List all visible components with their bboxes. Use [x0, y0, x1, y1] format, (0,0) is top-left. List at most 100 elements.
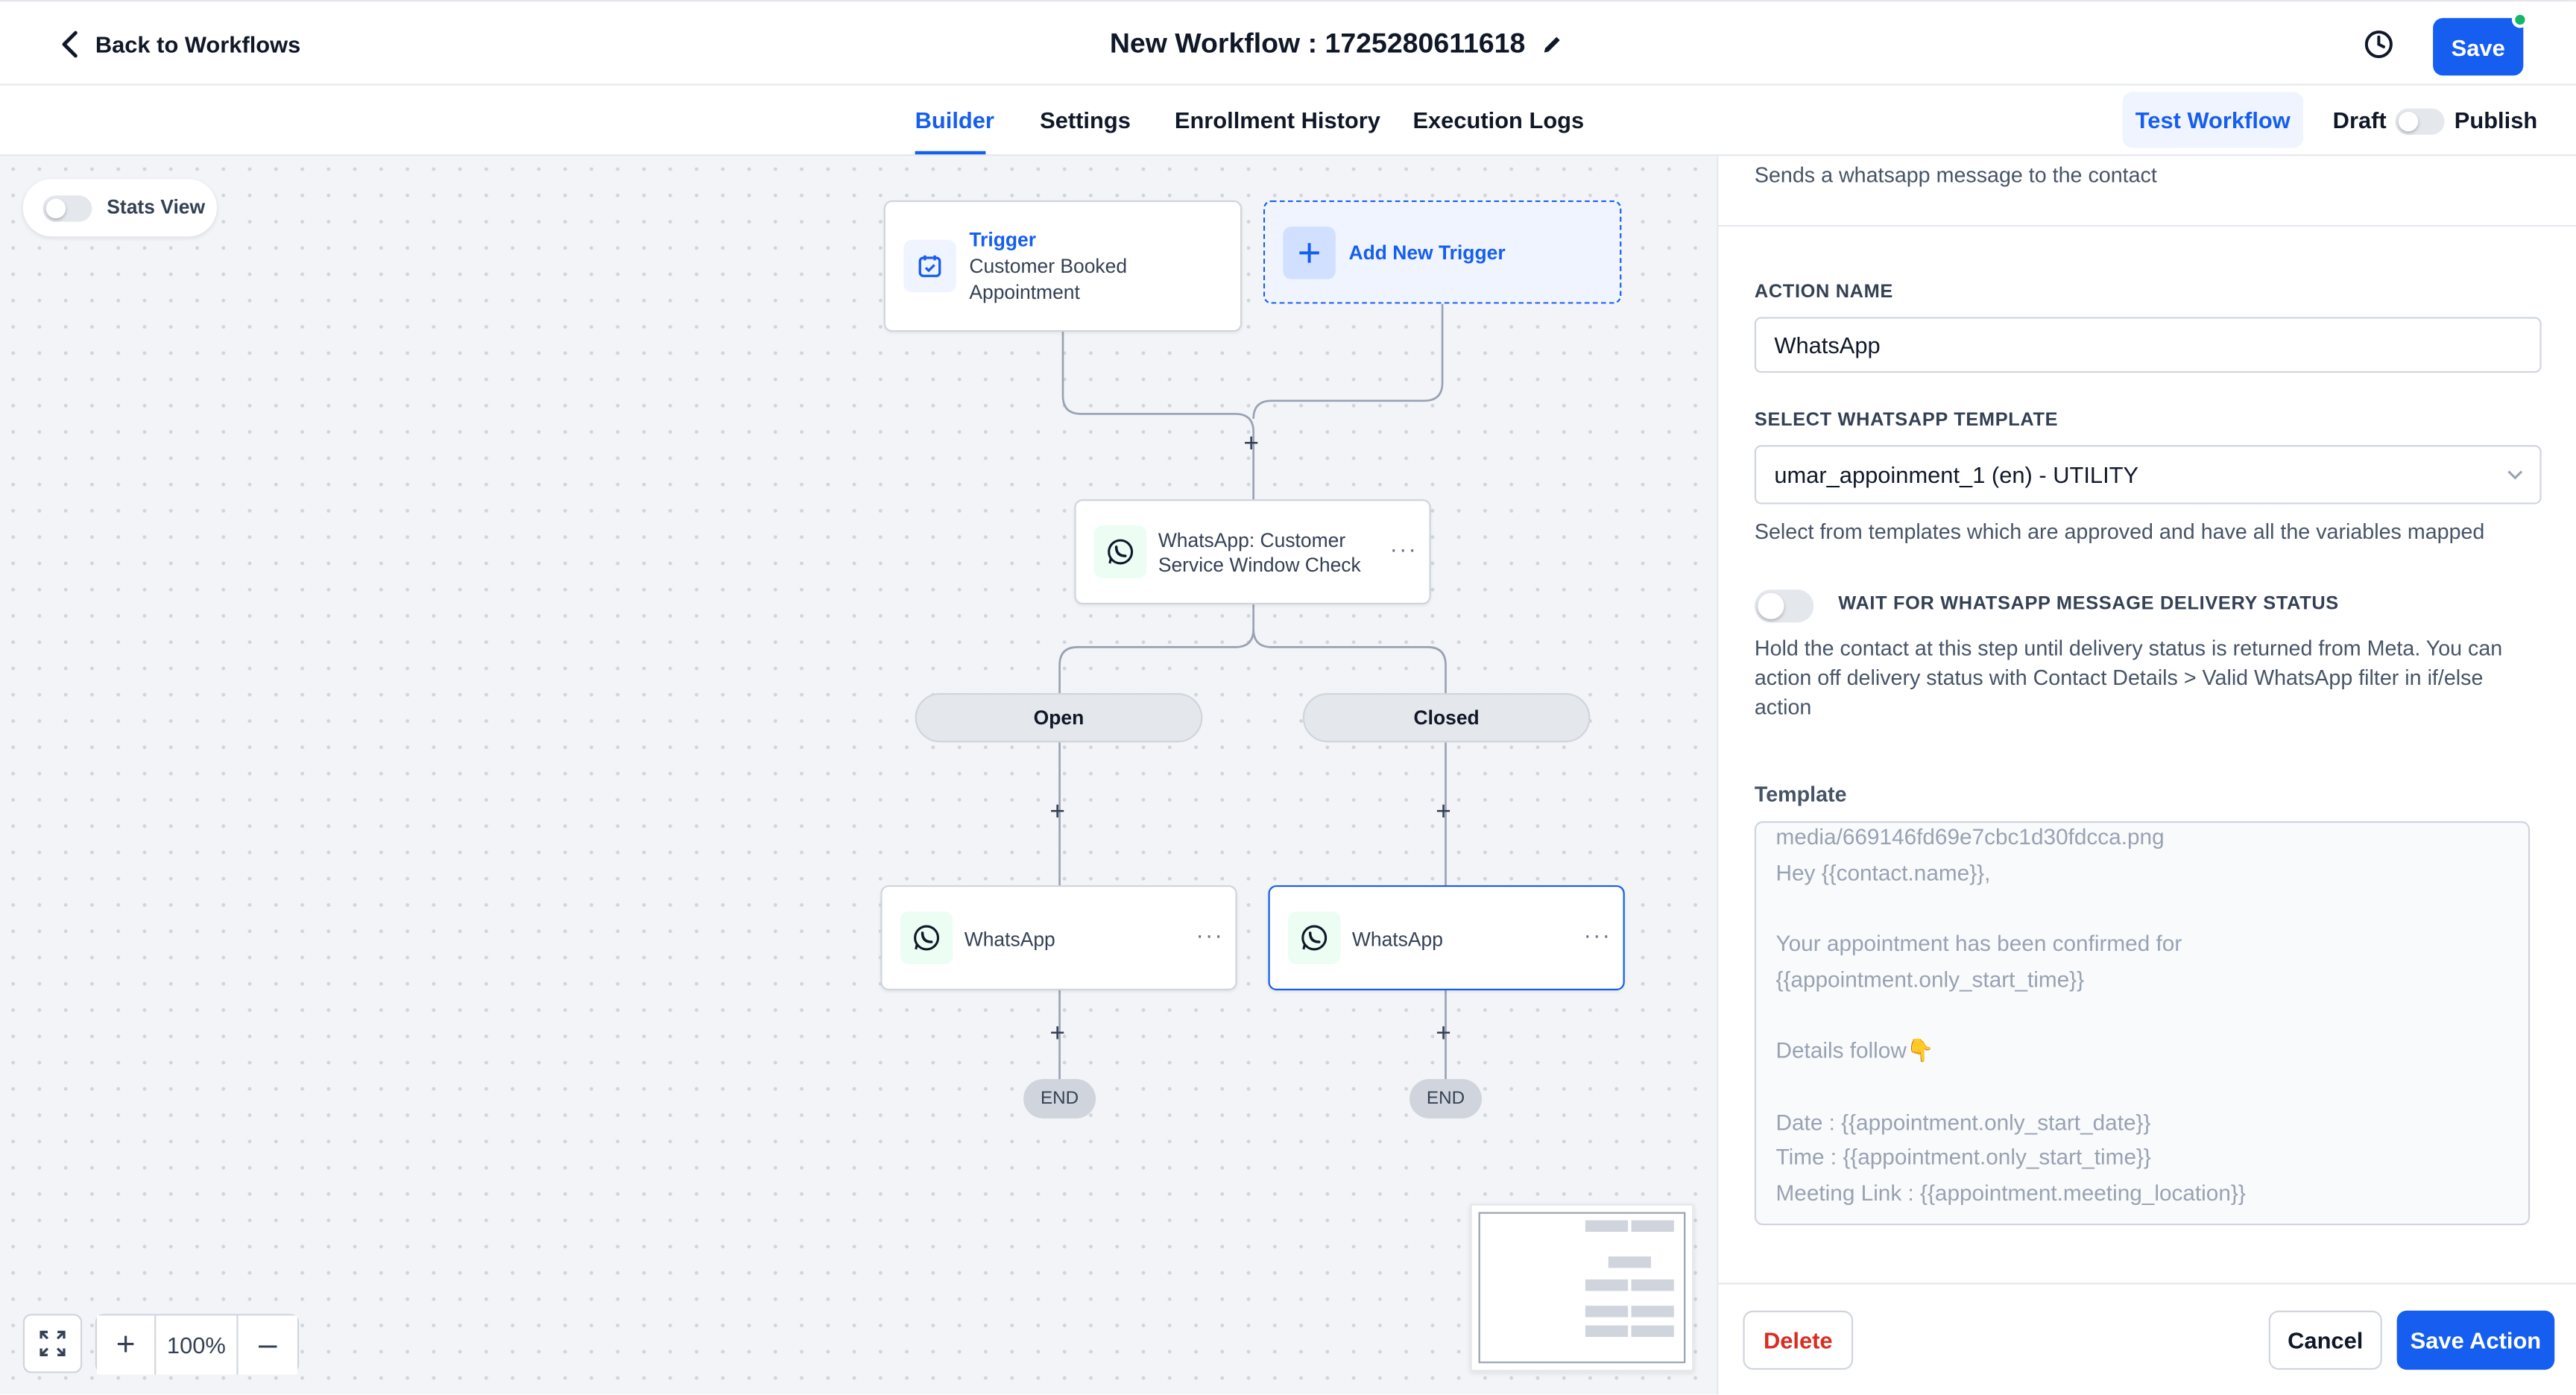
action-description: Sends a whatsapp message to the contact [1754, 162, 2157, 188]
minimap-viewport [1478, 1212, 1686, 1364]
calendar-icon [903, 239, 956, 293]
template-select-help: Select from templates which are approved… [1754, 519, 2485, 544]
zoom-in-button[interactable]: + [97, 1315, 157, 1375]
whatsapp-action-node[interactable]: WhatsApp ··· [880, 885, 1237, 991]
more-icon[interactable]: ··· [1196, 921, 1224, 948]
check-node-label: WhatsApp: Customer Service Window Check [1158, 528, 1361, 576]
save-button[interactable]: Save [2433, 18, 2524, 76]
more-icon[interactable]: ··· [1583, 921, 1612, 948]
wait-delivery-toggle[interactable] [1754, 589, 1814, 623]
template-select[interactable]: umar_appoinment_1 (en) - UTILITY [1754, 445, 2542, 504]
minimap-block [1631, 1325, 1674, 1338]
publish-toggle[interactable] [2395, 108, 2445, 135]
template-line: Meeting Link : {{appointment.meeting_loc… [1775, 1180, 2246, 1206]
add-step-plus[interactable]: + [1049, 1019, 1065, 1048]
whatsapp-icon [900, 911, 953, 964]
tab-execution-logs[interactable]: Execution Logs [1412, 107, 1585, 133]
stats-view-label: Stats View [107, 195, 206, 219]
wait-delivery-label: WAIT FOR WHATSAPP MESSAGE DELIVERY STATU… [1838, 594, 2339, 615]
template-preview-textarea[interactable]: media/669146fd69e7cbc1d30fdcca.png Hey {… [1754, 821, 2531, 1226]
add-step-plus[interactable]: + [1436, 798, 1451, 826]
end-pill: END [1409, 1079, 1483, 1119]
template-line [1776, 998, 2509, 1034]
minimap-block [1585, 1306, 1629, 1318]
footer-divider [1718, 1282, 2576, 1285]
branch-closed-pill[interactable]: Closed [1302, 693, 1591, 743]
save-action-button[interactable]: Save Action [2396, 1310, 2555, 1370]
zoom-out-button[interactable]: – [238, 1315, 297, 1375]
trigger-heading: Trigger [969, 228, 1037, 252]
cancel-button[interactable]: Cancel [2268, 1310, 2382, 1370]
template-line: Date : {{appointment.only_start_date}} [1775, 1109, 2151, 1134]
stats-view-toggle[interactable] [42, 195, 92, 222]
test-workflow-button[interactable]: Test Workflow [2122, 92, 2304, 148]
minimap-block [1608, 1256, 1652, 1268]
connector-lines [1058, 303, 1447, 1080]
delete-button[interactable]: Delete [1743, 1310, 1854, 1370]
back-to-workflows-link[interactable]: Back to Workflows [59, 30, 300, 60]
template-line: Hey {{contact.name}}, [1775, 860, 1991, 885]
whatsapp-window-check-node[interactable]: WhatsApp: Customer Service Window Check … [1074, 499, 1431, 605]
tab-settings[interactable]: Settings [1040, 107, 1131, 133]
template-line [1776, 1069, 2509, 1104]
tab-bar: Builder Settings Enrollment History Exec… [0, 85, 2576, 156]
action-node-label: WhatsApp [964, 928, 1055, 952]
workflow-title-text: New Workflow : 1725280611618 [1109, 28, 1526, 60]
template-line: Details follow👇 [1775, 1038, 1934, 1063]
chevron-left-icon [62, 31, 78, 58]
fit-view-button[interactable] [22, 1314, 83, 1373]
status-dot [2511, 11, 2528, 28]
add-step-plus[interactable]: + [1436, 1019, 1451, 1048]
template-line: Time : {{appointment.only_start_time}} [1775, 1145, 2151, 1170]
add-new-trigger-button[interactable]: Add New Trigger [1263, 200, 1622, 304]
action-name-input[interactable]: WhatsApp [1754, 317, 2542, 373]
action-config-panel: Sends a whatsapp message to the contact … [1717, 156, 2576, 1395]
template-select-label: SELECT WHATSAPP TEMPLATE [1754, 411, 2059, 431]
branch-open-pill[interactable]: Open [915, 693, 1203, 743]
template-heading: Template [1754, 782, 1847, 807]
minimap-block [1585, 1279, 1629, 1291]
action-node-label: WhatsApp [1351, 928, 1443, 952]
chevron-down-icon [2507, 470, 2523, 480]
wait-delivery-help: Hold the contact at this step until deli… [1754, 635, 2503, 720]
minimap-block [1585, 1325, 1629, 1338]
publish-label: Publish [2454, 107, 2538, 133]
trigger-node[interactable]: Trigger Customer Booked Appointment [883, 200, 1243, 332]
template-line: Your appointment has been confirmed for [1775, 931, 2182, 956]
draft-label: Draft [2332, 107, 2387, 133]
active-tab-indicator [915, 151, 986, 155]
back-label: Back to Workflows [95, 31, 301, 58]
pencil-icon[interactable] [1541, 33, 1565, 56]
template-line: media/669146fd69e7cbc1d30fdcca.png [1775, 824, 2165, 850]
trigger-text: Customer Booked Appointment [969, 254, 1128, 304]
minimap-block [1585, 1220, 1629, 1232]
add-step-plus[interactable]: + [1049, 798, 1065, 826]
expand-icon [40, 1330, 66, 1356]
whatsapp-icon [1287, 911, 1341, 964]
workflow-canvas[interactable]: Stats View Trigger Customer Booked Appoi… [0, 156, 1717, 1395]
whatsapp-action-node-selected[interactable]: WhatsApp ··· [1268, 885, 1625, 991]
zoom-group: + 100% – [95, 1314, 300, 1375]
workflow-title: New Workflow : 1725280611618 [0, 28, 2576, 60]
minimap-block [1631, 1306, 1674, 1318]
minimap[interactable] [1470, 1203, 1694, 1372]
action-name-label: ACTION NAME [1754, 282, 1893, 303]
divider [1718, 224, 2576, 227]
tab-enrollment-history[interactable]: Enrollment History [1174, 107, 1380, 133]
minimap-block [1631, 1279, 1674, 1291]
end-pill: END [1023, 1079, 1096, 1119]
history-icon[interactable] [2362, 28, 2395, 60]
more-icon[interactable]: ··· [1389, 535, 1418, 562]
add-step-plus[interactable]: + [1243, 430, 1260, 458]
plus-icon [1283, 227, 1336, 279]
tab-builder[interactable]: Builder [915, 107, 994, 133]
template-select-value: umar_appoinment_1 (en) - UTILITY [1774, 461, 2139, 488]
template-line [1776, 891, 2509, 926]
zoom-controls: + 100% – [22, 1314, 300, 1375]
template-line: {{appointment.only_start_time}} [1775, 967, 2085, 992]
stats-view-control: Stats View [22, 179, 217, 237]
minimap-block [1631, 1220, 1674, 1232]
top-header: Back to Workflows New Workflow : 1725280… [0, 0, 2576, 86]
zoom-level: 100% [156, 1315, 239, 1375]
whatsapp-icon [1093, 525, 1147, 578]
